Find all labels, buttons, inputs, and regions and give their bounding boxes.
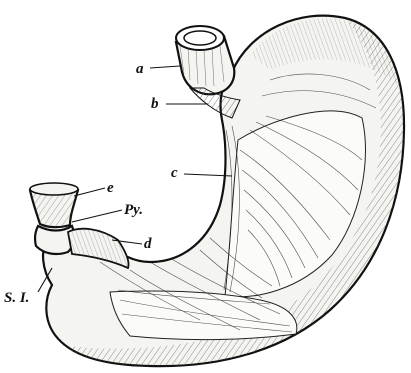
esophagus [176, 26, 234, 94]
svg-text:d: d [144, 236, 152, 252]
svg-text:a: a [136, 61, 144, 77]
label-si: S. I. [4, 268, 52, 306]
svg-text:c: c [171, 165, 178, 181]
label-a: a [136, 61, 180, 77]
svg-text:e: e [107, 180, 114, 196]
svg-text:Py.: Py. [124, 202, 143, 218]
svg-text:b: b [151, 96, 159, 112]
label-e: e [74, 180, 114, 196]
svg-text:S. I.: S. I. [4, 290, 29, 306]
label-c: c [171, 165, 232, 181]
label-py: Py. [72, 202, 143, 222]
